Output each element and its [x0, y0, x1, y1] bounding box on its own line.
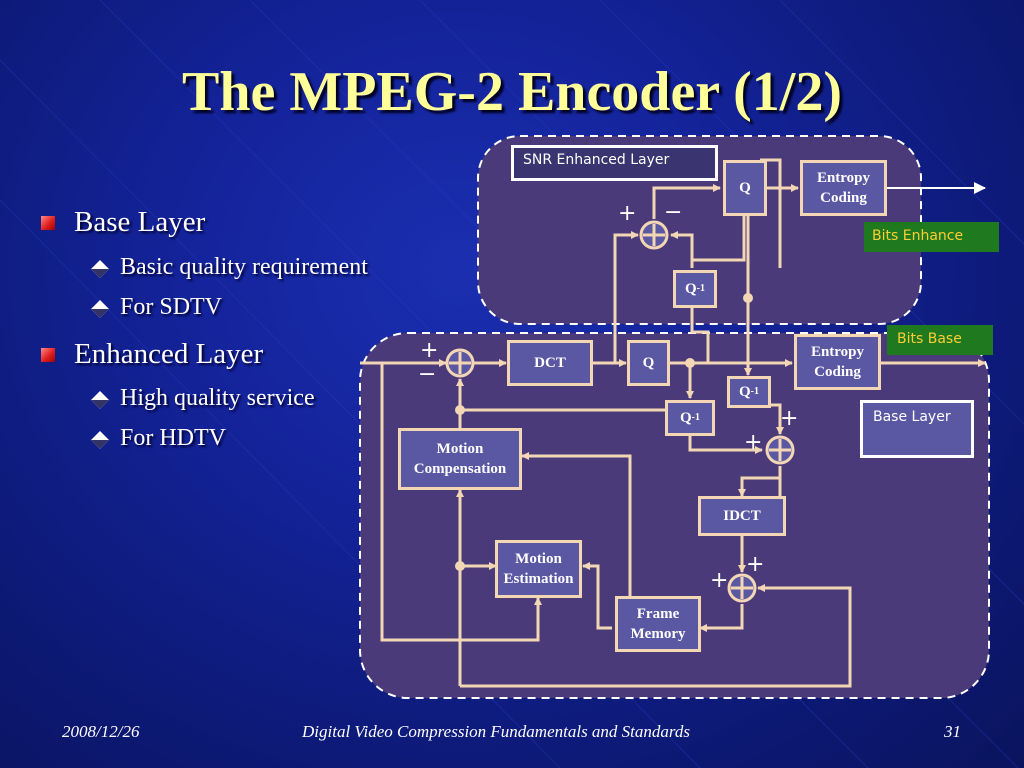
plus-sign: +: [618, 201, 637, 226]
plus-sign: +: [710, 568, 729, 593]
q-base-box: Q: [627, 340, 670, 386]
snr-enhanced-layer-label: SNR Enhanced Layer: [511, 145, 718, 181]
base-layer-label: Base Layer: [860, 400, 974, 458]
plus-sign: +: [744, 430, 763, 455]
sub-bullet-hdtv: For HDTV: [120, 425, 226, 451]
entropy-coding-base-box: Entropy Coding: [794, 334, 881, 390]
sub-bullet-sdtv: For SDTV: [120, 294, 223, 320]
footer-course-title: Digital Video Compression Fundamentals a…: [302, 722, 691, 741]
motion-compensation-box: Motion Compensation: [398, 428, 522, 490]
bullet-enhanced-layer: Enhanced Layer: [74, 338, 264, 370]
minus-sign: −: [664, 200, 683, 225]
bullet-diamond-icon: [91, 431, 109, 449]
sub-bullet-high-quality: High quality service: [120, 385, 315, 411]
entropy-coding-enhanced-box: Entropy Coding: [800, 160, 887, 216]
q-inverse-enhanced-box: Q-1: [673, 270, 717, 308]
frame-memory-box: Frame Memory: [615, 596, 701, 652]
bits-enhance-label: Bits Enhance: [864, 222, 999, 252]
bullet-diamond-icon: [91, 391, 109, 409]
slide-title: The MPEG-2 Encoder (1/2): [181, 61, 843, 123]
sub-bullet-basic-quality: Basic quality requirement: [120, 254, 368, 280]
idct-box: IDCT: [698, 496, 786, 536]
bullet-diamond-icon: [91, 300, 109, 318]
footer-page-number: 31: [944, 722, 961, 741]
footer-date: 2008/12/26: [62, 722, 140, 741]
base-layer-region: [359, 332, 990, 699]
dct-box: DCT: [507, 340, 593, 386]
q-inverse-base-b-box: Q-1: [665, 400, 715, 436]
bullet-base-layer: Base Layer: [74, 206, 206, 238]
bullet-square-icon: [41, 216, 55, 230]
motion-estimation-box: Motion Estimation: [495, 540, 582, 598]
plus-sign: +: [420, 338, 439, 363]
plus-sign: +: [746, 552, 765, 577]
bits-base-label: Bits Base: [887, 325, 993, 355]
q-inverse-base-a-box: Q-1: [727, 376, 771, 408]
bullet-square-icon: [41, 348, 55, 362]
bullet-diamond-icon: [91, 260, 109, 278]
plus-sign: +: [780, 406, 799, 431]
minus-sign: −: [418, 362, 437, 387]
q-enhanced-box: Q: [723, 160, 767, 216]
